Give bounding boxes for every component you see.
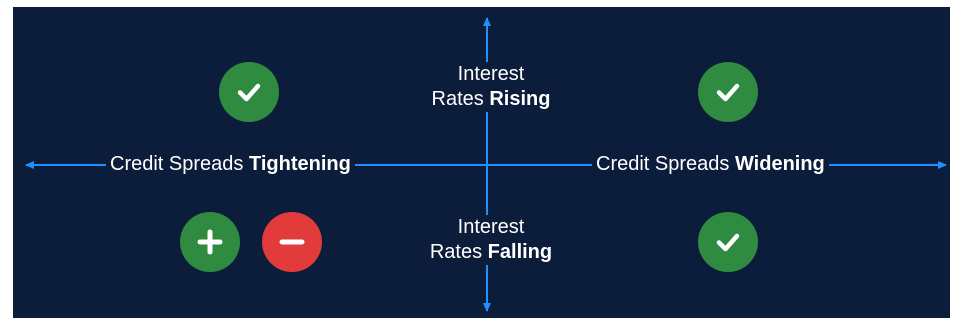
minus-icon	[262, 212, 322, 272]
plus-icon	[180, 212, 240, 272]
check-icon	[698, 62, 758, 122]
bottom-axis-label: Interest Rates Falling	[414, 215, 568, 265]
right-axis-label: Credit Spreads Widening	[592, 152, 829, 177]
left-axis-label: Credit Spreads Tightening	[106, 152, 355, 177]
top-axis-label: Interest Rates Rising	[420, 62, 562, 112]
check-icon	[219, 62, 279, 122]
check-icon	[698, 212, 758, 272]
